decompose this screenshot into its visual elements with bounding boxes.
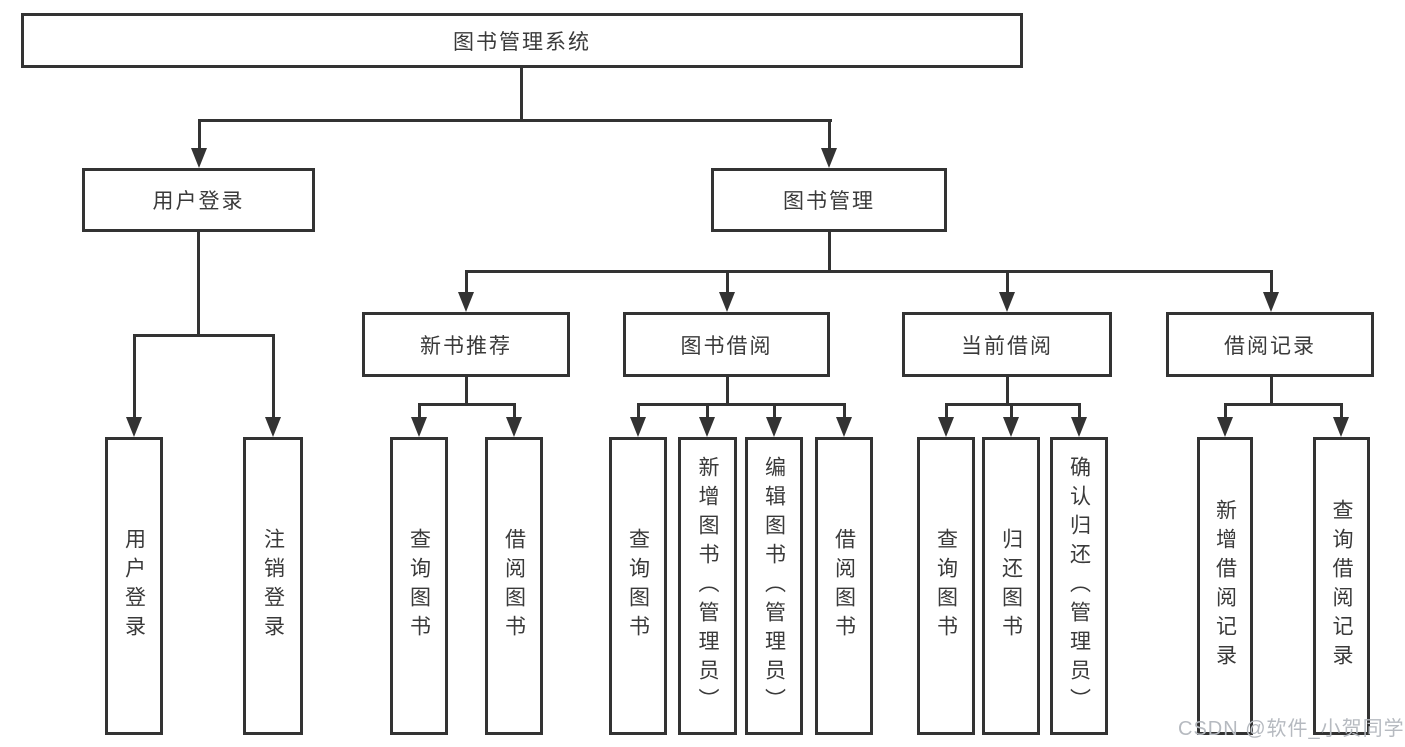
connector-line — [513, 403, 516, 419]
connector-line — [520, 66, 523, 122]
leaf-user-login: 用户登录 — [105, 437, 163, 735]
arrow-down-icon — [836, 417, 852, 437]
leaf-user-login-label: 用户登录 — [122, 528, 146, 644]
connector-line — [1078, 403, 1081, 419]
arrow-down-icon — [999, 292, 1015, 312]
node-user-login: 用户登录 — [82, 168, 315, 232]
leaf-borrow-edit-book: 编辑图书（管理员） — [745, 437, 803, 735]
arrow-down-icon — [630, 417, 646, 437]
leaf-record-add: 新增借阅记录 — [1197, 437, 1253, 735]
connector-line — [133, 334, 136, 420]
node-borrow-record: 借阅记录 — [1166, 312, 1374, 377]
connector-line — [1224, 403, 1227, 419]
connector-line — [945, 403, 1081, 406]
leaf-current-confirm-return-label: 确认归还（管理员） — [1067, 455, 1091, 717]
leaf-record-query-label: 查询借阅记录 — [1330, 499, 1353, 673]
leaf-borrow-query-label: 查询图书 — [626, 528, 650, 644]
node-new-book-recommend: 新书推荐 — [362, 312, 570, 377]
arrow-down-icon — [821, 148, 837, 168]
connector-line — [843, 403, 846, 419]
connector-line — [637, 403, 846, 406]
arrow-down-icon — [1263, 292, 1279, 312]
node-book-borrow-label: 图书借阅 — [680, 334, 773, 358]
leaf-current-return-label: 归还图书 — [999, 528, 1023, 644]
node-current-borrow-label: 当前借阅 — [961, 334, 1053, 358]
connector-line — [945, 403, 948, 419]
connector-line — [1270, 375, 1273, 406]
leaf-newbook-borrow: 借阅图书 — [485, 437, 543, 735]
arrow-down-icon — [265, 417, 281, 437]
connector-line — [828, 230, 831, 273]
node-borrow-record-label: 借阅记录 — [1224, 334, 1316, 358]
node-new-book-recommend-label: 新书推荐 — [420, 334, 512, 358]
connector-line — [706, 403, 709, 419]
leaf-borrow-add-book-label: 新增图书（管理员） — [696, 455, 719, 717]
arrow-down-icon — [699, 417, 715, 437]
connector-line — [1006, 375, 1009, 406]
leaf-current-confirm-return: 确认归还（管理员） — [1050, 437, 1108, 735]
arrow-down-icon — [1217, 417, 1233, 437]
arrow-down-icon — [458, 292, 474, 312]
leaf-logout: 注销登录 — [243, 437, 303, 735]
arrow-down-icon — [719, 292, 735, 312]
arrow-down-icon — [1071, 417, 1087, 437]
connector-line — [418, 403, 421, 419]
connector-line — [198, 119, 201, 151]
leaf-newbook-borrow-label: 借阅图书 — [502, 528, 526, 644]
connector-line — [1224, 403, 1343, 406]
node-book-management: 图书管理 — [711, 168, 947, 232]
leaf-borrow-borrow-book: 借阅图书 — [815, 437, 873, 735]
node-book-management-label: 图书管理 — [783, 190, 875, 213]
leaf-borrow-borrow-book-label: 借阅图书 — [832, 528, 856, 644]
arrow-down-icon — [191, 148, 207, 168]
connector-line — [465, 270, 1273, 273]
node-book-borrow: 图书借阅 — [623, 312, 830, 377]
connector-line — [828, 119, 831, 151]
leaf-current-query: 查询图书 — [917, 437, 975, 735]
arrow-down-icon — [938, 417, 954, 437]
leaf-newbook-query: 查询图书 — [390, 437, 448, 735]
connector-line — [272, 334, 275, 420]
leaf-record-add-label: 新增借阅记录 — [1213, 499, 1237, 673]
arrow-down-icon — [766, 417, 782, 437]
leaf-borrow-add-book: 新增图书（管理员） — [678, 437, 737, 735]
connector-line — [1010, 403, 1013, 419]
node-current-borrow: 当前借阅 — [902, 312, 1112, 377]
connector-line — [726, 375, 729, 406]
node-user-login-label: 用户登录 — [152, 190, 245, 213]
leaf-record-query: 查询借阅记录 — [1313, 437, 1370, 735]
connector-line — [418, 403, 516, 406]
connector-line — [465, 375, 468, 406]
arrow-down-icon — [1333, 417, 1349, 437]
connector-line — [198, 119, 832, 122]
leaf-borrow-query: 查询图书 — [609, 437, 667, 735]
arrow-down-icon — [126, 417, 142, 437]
connector-line — [133, 334, 275, 337]
arrow-down-icon — [1003, 417, 1019, 437]
csdn-watermark: CSDN @软件_小贺同学 — [1178, 718, 1405, 740]
leaf-current-return: 归还图书 — [982, 437, 1040, 735]
connector-line — [1006, 270, 1009, 295]
connector-line — [773, 403, 776, 419]
connector-line — [1270, 270, 1273, 295]
node-root-label: 图书管理系统 — [453, 30, 591, 54]
node-root: 图书管理系统 — [21, 13, 1023, 68]
connector-line — [726, 270, 729, 295]
leaf-borrow-edit-book-label: 编辑图书（管理员） — [762, 455, 786, 717]
connector-line — [1340, 403, 1343, 419]
connector-line — [465, 270, 468, 295]
leaf-current-query-label: 查询图书 — [934, 528, 958, 644]
leaf-newbook-query-label: 查询图书 — [407, 528, 431, 644]
connector-line — [637, 403, 640, 419]
connector-line — [197, 230, 200, 337]
arrow-down-icon — [506, 417, 522, 437]
arrow-down-icon — [411, 417, 427, 437]
leaf-logout-label: 注销登录 — [261, 528, 285, 644]
